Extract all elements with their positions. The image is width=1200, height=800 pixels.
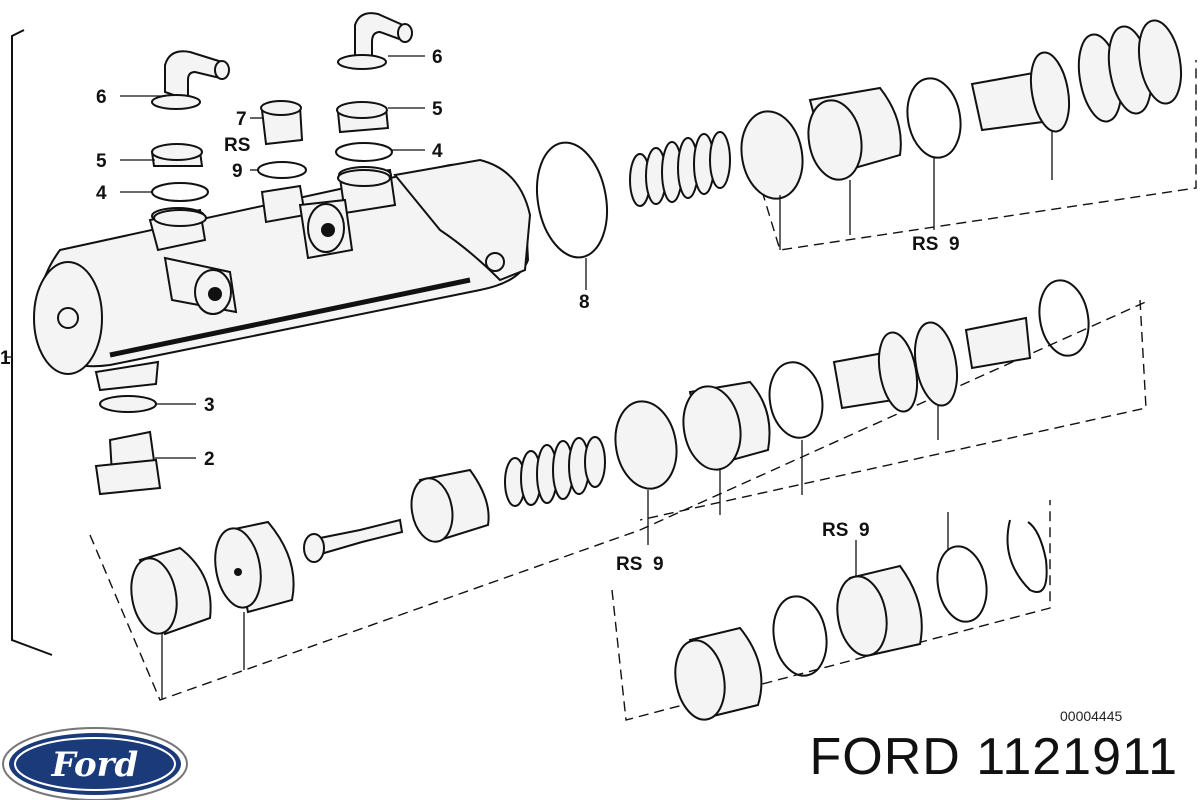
ford-logo-text: Ford bbox=[51, 745, 139, 785]
callout-rs9-lower: RS 9 bbox=[822, 520, 870, 541]
group-frame-top bbox=[747, 60, 1197, 251]
callout-rs: RS bbox=[224, 135, 250, 156]
lower-parts bbox=[130, 518, 404, 636]
drawing-number: 00004445 bbox=[1060, 708, 1123, 724]
callout-7: 7 bbox=[236, 109, 247, 130]
callout-2: 2 bbox=[204, 449, 215, 470]
callout-8: 8 bbox=[579, 292, 590, 313]
callout-rs9-top: RS 9 bbox=[912, 234, 960, 255]
leader-lines bbox=[120, 55, 1053, 700]
callout-4-left: 4 bbox=[96, 183, 107, 204]
callout-6-right: 6 bbox=[432, 47, 443, 68]
callout-1: 1 bbox=[0, 348, 11, 369]
callout-6-left: 6 bbox=[96, 87, 107, 108]
callout-5-right: 5 bbox=[432, 99, 443, 120]
lower-right-parts bbox=[674, 519, 1048, 721]
master-cylinder-body bbox=[33, 158, 532, 392]
left-port-stack bbox=[94, 50, 230, 496]
assembly-bracket bbox=[11, 29, 53, 656]
part-caption: FORD 1121911 bbox=[809, 728, 1178, 786]
callout-5-left: 5 bbox=[96, 151, 107, 172]
group-frame-middle bbox=[639, 299, 1147, 521]
top-internal-parts bbox=[536, 19, 1183, 259]
callout-3: 3 bbox=[204, 395, 215, 416]
right-port-stack bbox=[257, 12, 413, 187]
callout-4-right: 4 bbox=[432, 141, 443, 162]
ford-logo: Ford bbox=[2, 727, 188, 800]
group-frame-lower bbox=[89, 299, 1151, 701]
middle-internal-parts bbox=[410, 279, 1090, 543]
callout-9: 9 bbox=[232, 161, 243, 182]
callout-rs9-middle: RS 9 bbox=[616, 554, 664, 575]
group-frame-right bbox=[611, 500, 1051, 721]
